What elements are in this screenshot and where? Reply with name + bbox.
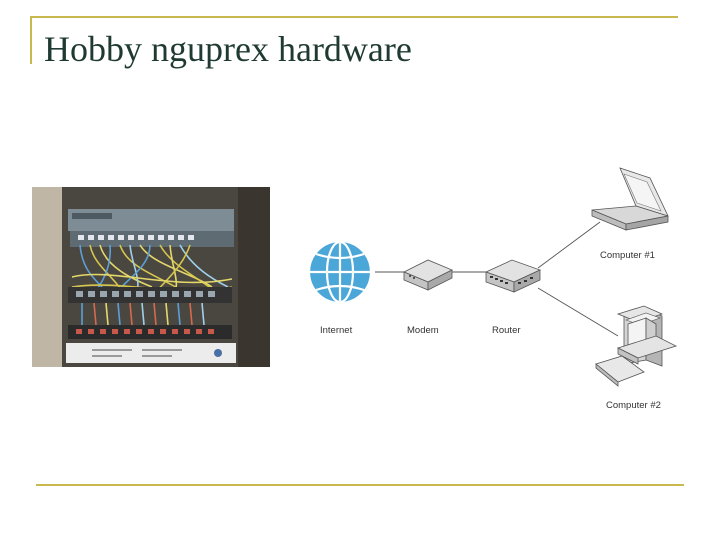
connection-lines bbox=[375, 221, 619, 337]
modem-label: Modem bbox=[407, 325, 439, 336]
network-diagram: Internet Modem Router Computer #1 Comput… bbox=[307, 167, 678, 411]
internet-label: Internet bbox=[320, 325, 353, 336]
computer2-label: Computer #2 bbox=[606, 400, 661, 411]
internet-globe-icon bbox=[307, 239, 373, 305]
network-rack-photo bbox=[32, 187, 270, 367]
slide-title: Hobby nguprex hardware bbox=[44, 29, 412, 69]
router-icon bbox=[484, 259, 542, 293]
desktop-computer-icon bbox=[595, 305, 678, 387]
link-router-computer1 bbox=[537, 221, 601, 269]
frame-left-rule bbox=[30, 16, 32, 64]
modem-icon bbox=[403, 259, 453, 291]
computer1-label: Computer #1 bbox=[600, 250, 655, 261]
laptop-icon bbox=[591, 167, 669, 231]
link-router-computer2 bbox=[537, 287, 619, 337]
router-label: Router bbox=[492, 325, 521, 336]
frame-top-rule bbox=[30, 16, 678, 18]
bottom-rule bbox=[36, 484, 684, 486]
